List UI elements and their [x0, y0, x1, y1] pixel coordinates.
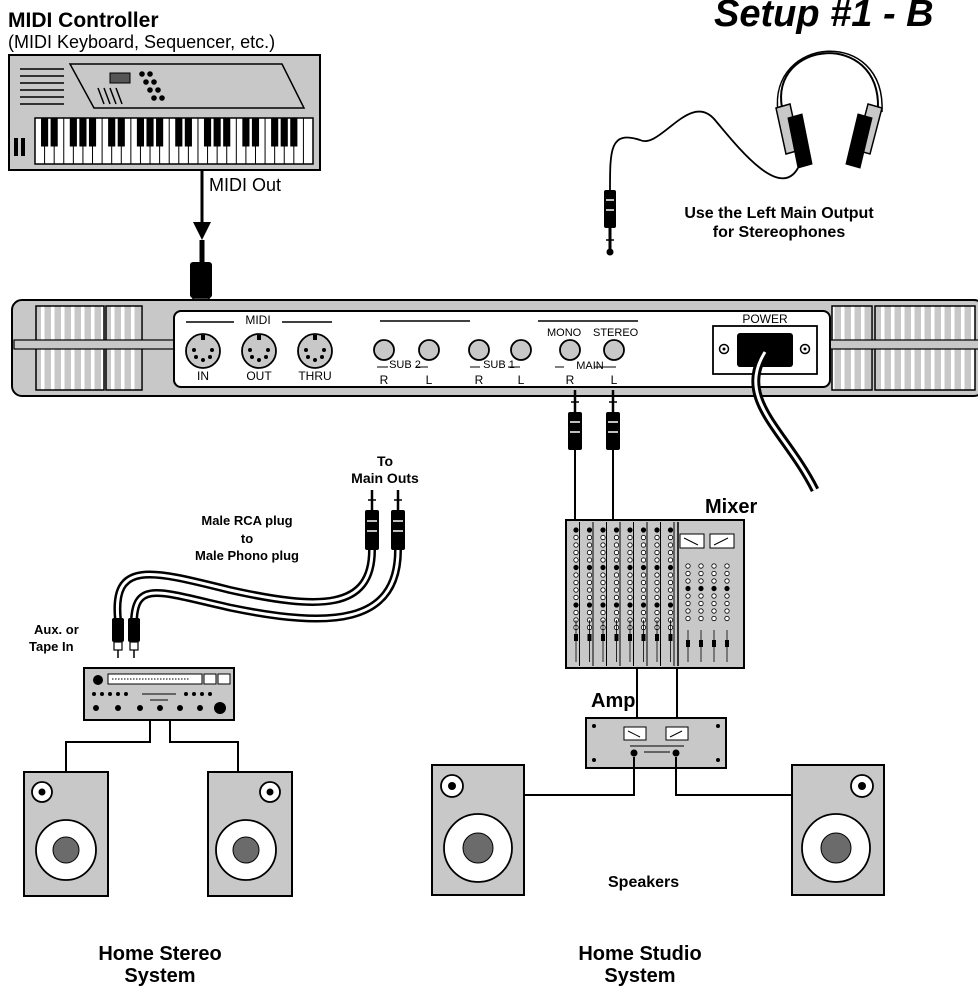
power-socket	[712, 325, 818, 375]
sub1-l-jack	[510, 339, 532, 361]
home-studio-caption-line2: System	[604, 965, 676, 987]
midi-in-label: IN	[197, 369, 209, 383]
amp	[524, 668, 792, 796]
mixer	[565, 519, 745, 669]
midi-thru-jack	[297, 333, 333, 369]
sub1-l-label: L	[517, 373, 525, 387]
controller-subtitle: (MIDI Keyboard, Sequencer, etc.)	[8, 32, 276, 52]
main-r-jack	[559, 339, 581, 361]
sub2-l-label: L	[425, 373, 433, 387]
midi-keyboard	[8, 54, 321, 171]
home-studio-caption-line1: Home Studio	[578, 943, 702, 965]
stereo-receiver	[65, 667, 239, 772]
stereo-speaker-right	[207, 771, 293, 897]
studio-speaker-right	[791, 764, 885, 896]
speakers-label: Speakers	[608, 874, 680, 891]
headphones	[604, 50, 883, 256]
mono-label: MONO	[547, 327, 582, 339]
midi-out-jack	[241, 333, 277, 369]
main-outs-label: Main Outs	[351, 470, 419, 486]
page-title: Setup #1 - B	[714, 0, 934, 35]
sub1-r-label: R	[474, 373, 484, 387]
aux-label-line1: Aux. or	[34, 622, 79, 637]
sub2-l-jack	[418, 339, 440, 361]
rca-label-line1: Male RCA plug	[201, 513, 293, 528]
midi-out-port-label: OUT	[246, 369, 272, 383]
aux-label-line2: Tape In	[29, 639, 74, 654]
main-r-label: R	[565, 373, 575, 387]
studio-speaker-left	[431, 764, 525, 896]
midi-in-jack	[185, 333, 221, 369]
sub2-label: SUB 2	[389, 359, 421, 371]
main-l-label: L	[610, 373, 618, 387]
midi-thru-label: THRU	[298, 369, 332, 383]
sub1-r-jack	[468, 339, 490, 361]
controller-title: MIDI Controller	[8, 9, 159, 32]
rca-label-line2: to	[240, 531, 254, 546]
home-stereo-caption-line2: System	[124, 965, 196, 987]
rca-label-line3: Male Phono plug	[195, 548, 299, 563]
to-label: To	[376, 453, 394, 469]
mixer-label: Mixer	[705, 496, 758, 518]
rack-panel	[11, 299, 978, 397]
midi-section-label: MIDI	[245, 313, 271, 327]
main-l-jack	[603, 339, 625, 361]
main-label: MAIN	[576, 360, 604, 372]
power-label: POWER	[742, 312, 788, 326]
headphones-note-line1: Use the Left Main Output	[684, 205, 874, 222]
sub2-r-label: R	[379, 373, 389, 387]
sub2-r-jack	[373, 339, 395, 361]
rca-cable	[112, 490, 405, 658]
stereo-label: STEREO	[593, 327, 639, 339]
home-stereo-caption-line1: Home Stereo	[98, 943, 222, 965]
stereo-speaker-left	[23, 771, 109, 897]
amp-label: Amp	[591, 690, 636, 712]
midi-out-label: MIDI Out	[209, 175, 282, 195]
headphones-note-line2: for Stereophones	[712, 224, 846, 241]
sub1-label: SUB 1	[483, 359, 515, 371]
mixer-cables	[568, 390, 620, 520]
